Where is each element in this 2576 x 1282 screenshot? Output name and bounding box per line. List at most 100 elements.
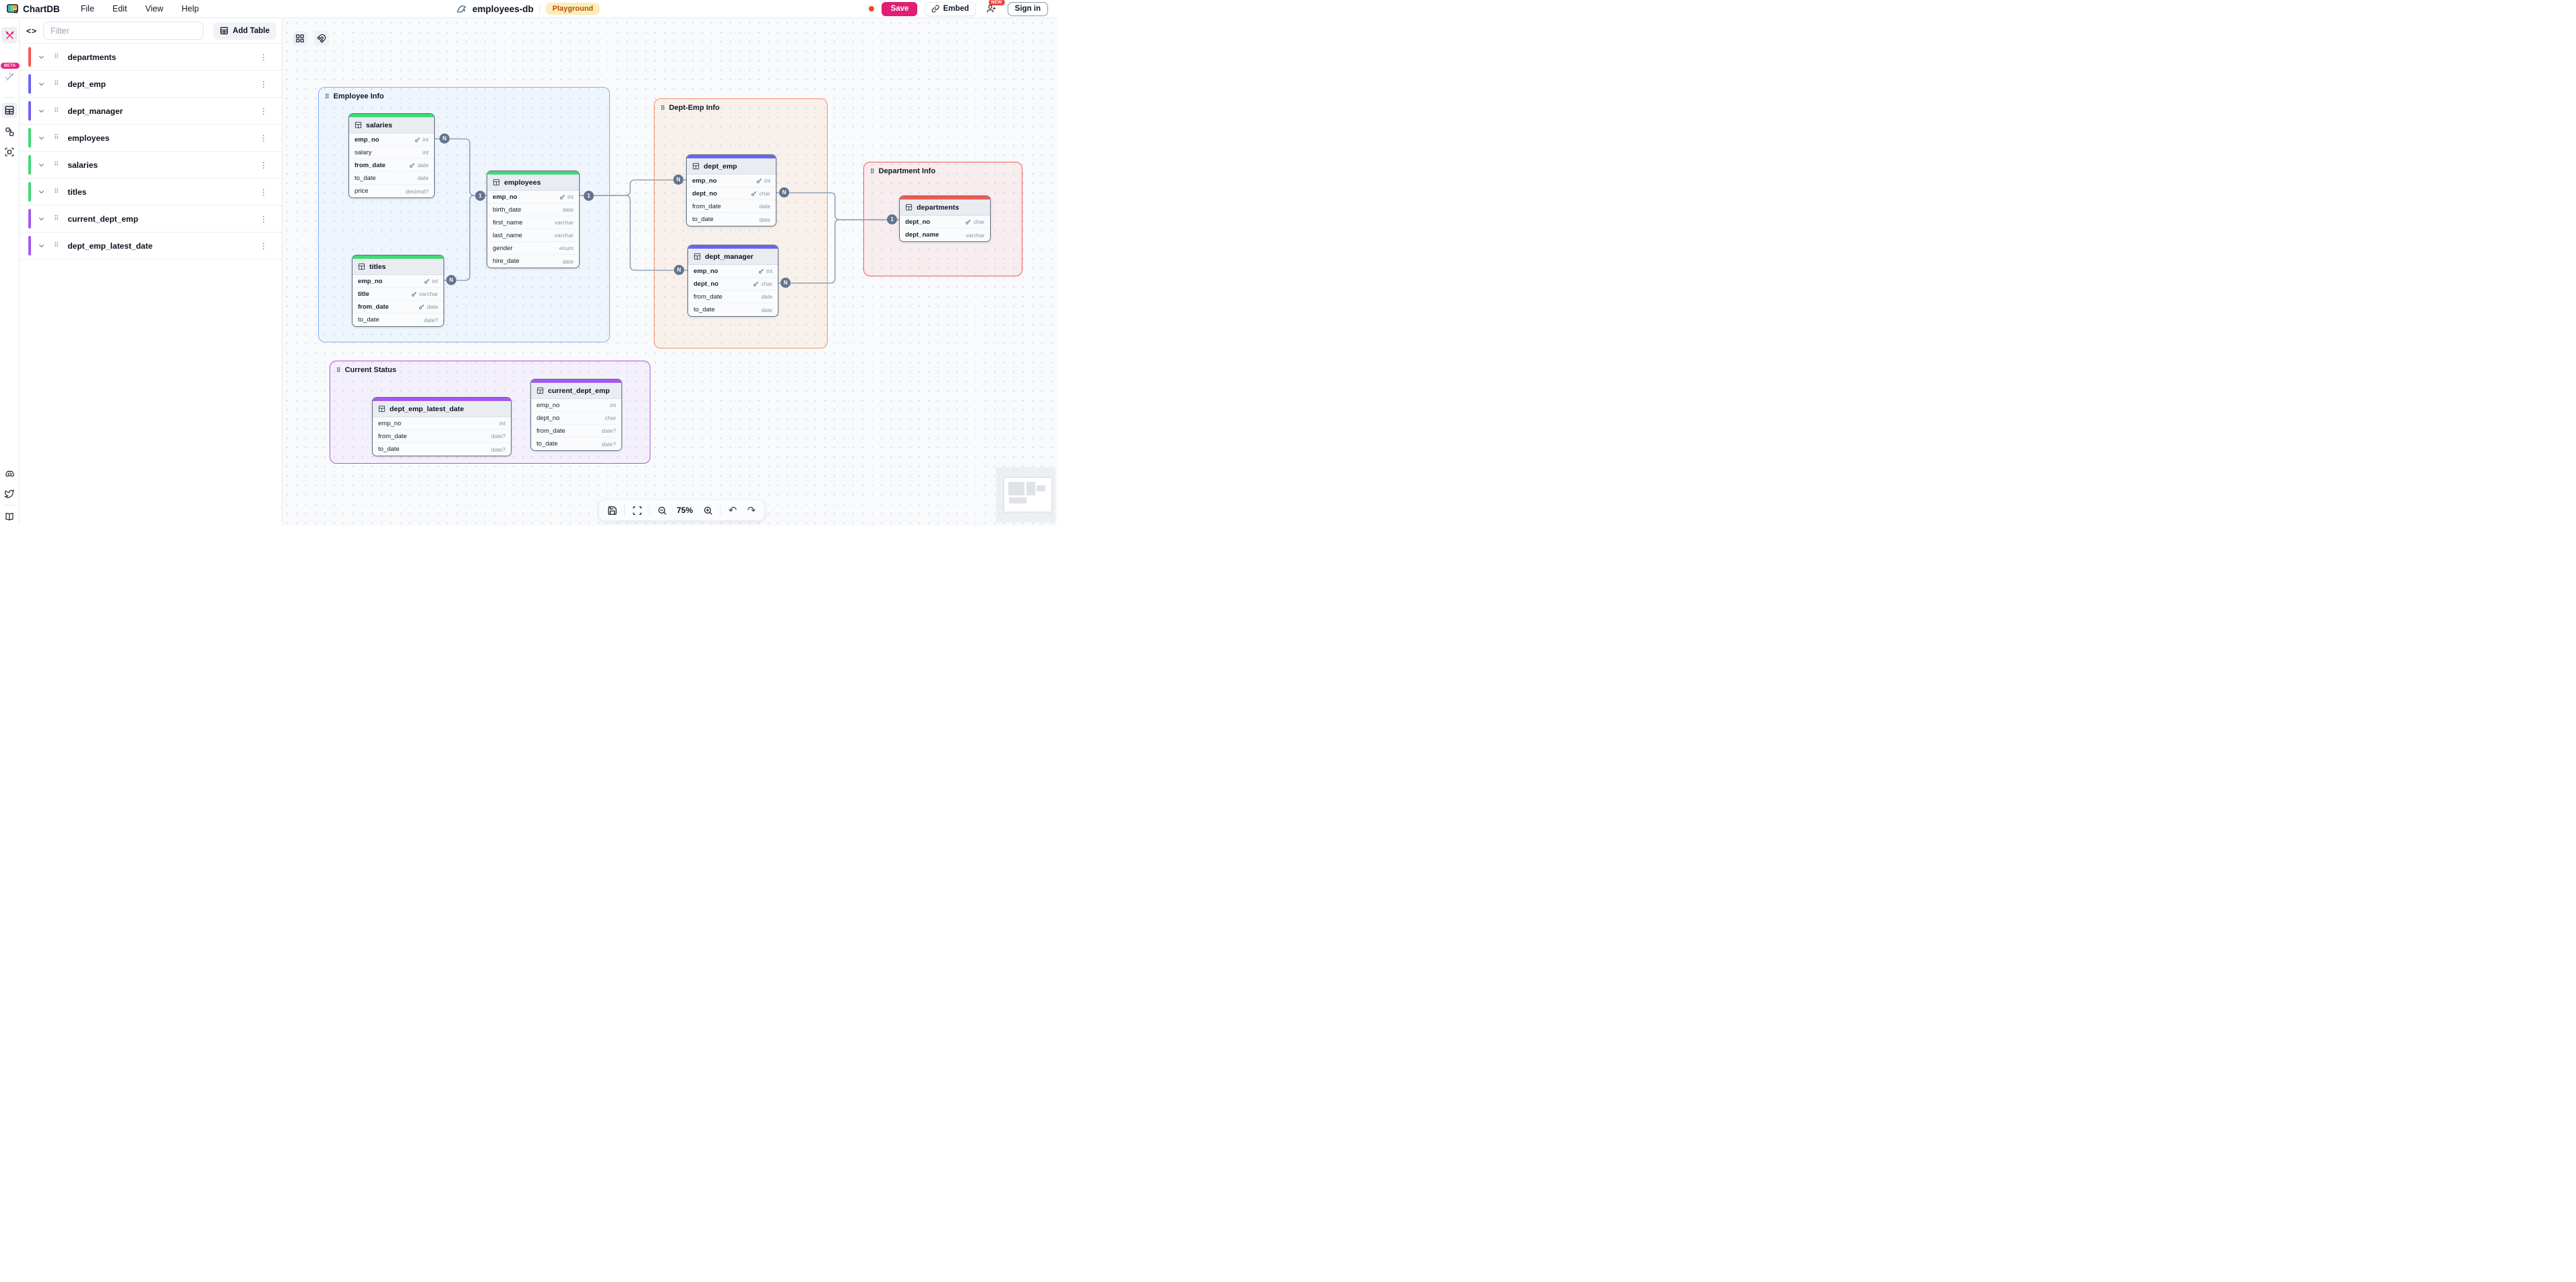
chevron-down-icon[interactable] — [38, 107, 45, 115]
drag-handle-icon[interactable]: ⠿ — [54, 106, 59, 115]
table-list-item-dept-emp-latest-date[interactable]: ⠿ dept_emp_latest_date ⋮ — [20, 233, 282, 260]
zoom-in-button[interactable] — [701, 503, 714, 517]
table-menu-icon[interactable]: ⋮ — [259, 187, 268, 197]
table-header[interactable]: dept_manager — [688, 249, 778, 265]
zoom-out-button[interactable] — [655, 503, 669, 517]
table-header[interactable]: current_dept_emp — [531, 383, 621, 399]
drag-handle-icon[interactable]: ⠿ — [54, 53, 59, 61]
table-list-item-titles[interactable]: ⠿ titles ⋮ — [20, 179, 282, 206]
table-list-item-current-dept-emp[interactable]: ⠿ current_dept_emp ⋮ — [20, 206, 282, 233]
drag-handle-icon[interactable]: ⠿ — [54, 80, 59, 88]
relationship-line-salaries-employees[interactable] — [435, 138, 487, 196]
undo-button[interactable]: ↶ — [726, 503, 739, 517]
table-list-item-employees[interactable]: ⠿ employees ⋮ — [20, 125, 282, 152]
cardinality-badge[interactable]: N — [673, 175, 683, 185]
docs-link[interactable] — [2, 509, 18, 524]
drag-handle-icon[interactable]: ⠿ — [54, 214, 59, 222]
drag-handle-icon[interactable]: ⠿ — [54, 160, 59, 169]
relationship-line-employees-dept-emp[interactable] — [580, 179, 686, 196]
table-list-item-dept-emp[interactable]: ⠿ dept_emp ⋮ — [20, 71, 282, 98]
table-list-item-dept-manager[interactable]: ⠿ dept_manager ⋮ — [20, 98, 282, 125]
table-header[interactable]: titles — [352, 259, 443, 275]
cardinality-badge[interactable]: N — [779, 187, 789, 197]
menu-help[interactable]: Help — [181, 4, 200, 13]
filter-input[interactable] — [43, 22, 204, 40]
chevron-down-icon[interactable] — [38, 134, 45, 142]
minimap[interactable] — [996, 467, 1055, 522]
table-menu-icon[interactable]: ⋮ — [259, 214, 268, 224]
cardinality-badge[interactable]: N — [446, 275, 456, 285]
redo-button[interactable]: ↷ — [745, 503, 758, 517]
diagram-canvas[interactable]: ⠿Employee Info ⠿Dept-Emp Info ⠿Departmen… — [282, 18, 1057, 526]
table-header[interactable]: employees — [487, 175, 579, 191]
table-menu-icon[interactable]: ⋮ — [259, 241, 268, 251]
fit-view-button[interactable] — [630, 503, 644, 517]
code-view-icon[interactable]: <> — [26, 26, 38, 36]
relationship-line-employees-dept-manager[interactable] — [580, 195, 687, 271]
drag-handle-icon[interactable]: ⠿ — [54, 241, 59, 249]
chevron-down-icon[interactable] — [38, 53, 45, 61]
minimap-viewport[interactable] — [1004, 478, 1051, 512]
table-header[interactable]: departments — [900, 200, 990, 216]
twitter-link[interactable] — [2, 486, 18, 501]
drag-handle-icon[interactable]: ⠿ — [336, 366, 341, 373]
drag-handle-icon[interactable]: ⠿ — [54, 187, 59, 195]
cardinality-badge[interactable]: N — [674, 265, 684, 275]
table-list-item-departments[interactable]: ⠿ departments ⋮ — [20, 44, 282, 71]
drag-handle-icon[interactable]: ⠿ — [661, 104, 665, 111]
chevron-down-icon[interactable] — [38, 215, 45, 222]
cardinality-badge[interactable]: 1 — [887, 214, 897, 224]
cardinality-badge[interactable]: 1 — [584, 191, 594, 201]
cardinality-badge[interactable]: N — [439, 133, 450, 144]
table-menu-icon[interactable]: ⋮ — [259, 133, 268, 143]
menu-edit[interactable]: Edit — [112, 4, 127, 13]
table-header[interactable]: dept_emp — [687, 158, 776, 175]
save-button[interactable]: Save — [882, 1, 918, 16]
table-menu-icon[interactable]: ⋮ — [259, 160, 268, 170]
chevron-down-icon[interactable] — [38, 188, 45, 195]
table-menu-icon[interactable]: ⋮ — [259, 52, 268, 62]
table-list-item-salaries[interactable]: ⠿ salaries ⋮ — [20, 152, 282, 179]
ai-assistant-button[interactable] — [1, 69, 18, 86]
snap-to-grid-button[interactable] — [314, 31, 329, 46]
table-header[interactable]: salaries — [349, 117, 434, 133]
relationship-line-dept-emp-departments[interactable] — [776, 192, 899, 220]
cardinality-badge[interactable]: N — [780, 278, 791, 288]
table-menu-icon[interactable]: ⋮ — [259, 79, 268, 89]
menu-file[interactable]: File — [80, 4, 94, 13]
relationship-line-titles-employees[interactable] — [444, 195, 487, 281]
